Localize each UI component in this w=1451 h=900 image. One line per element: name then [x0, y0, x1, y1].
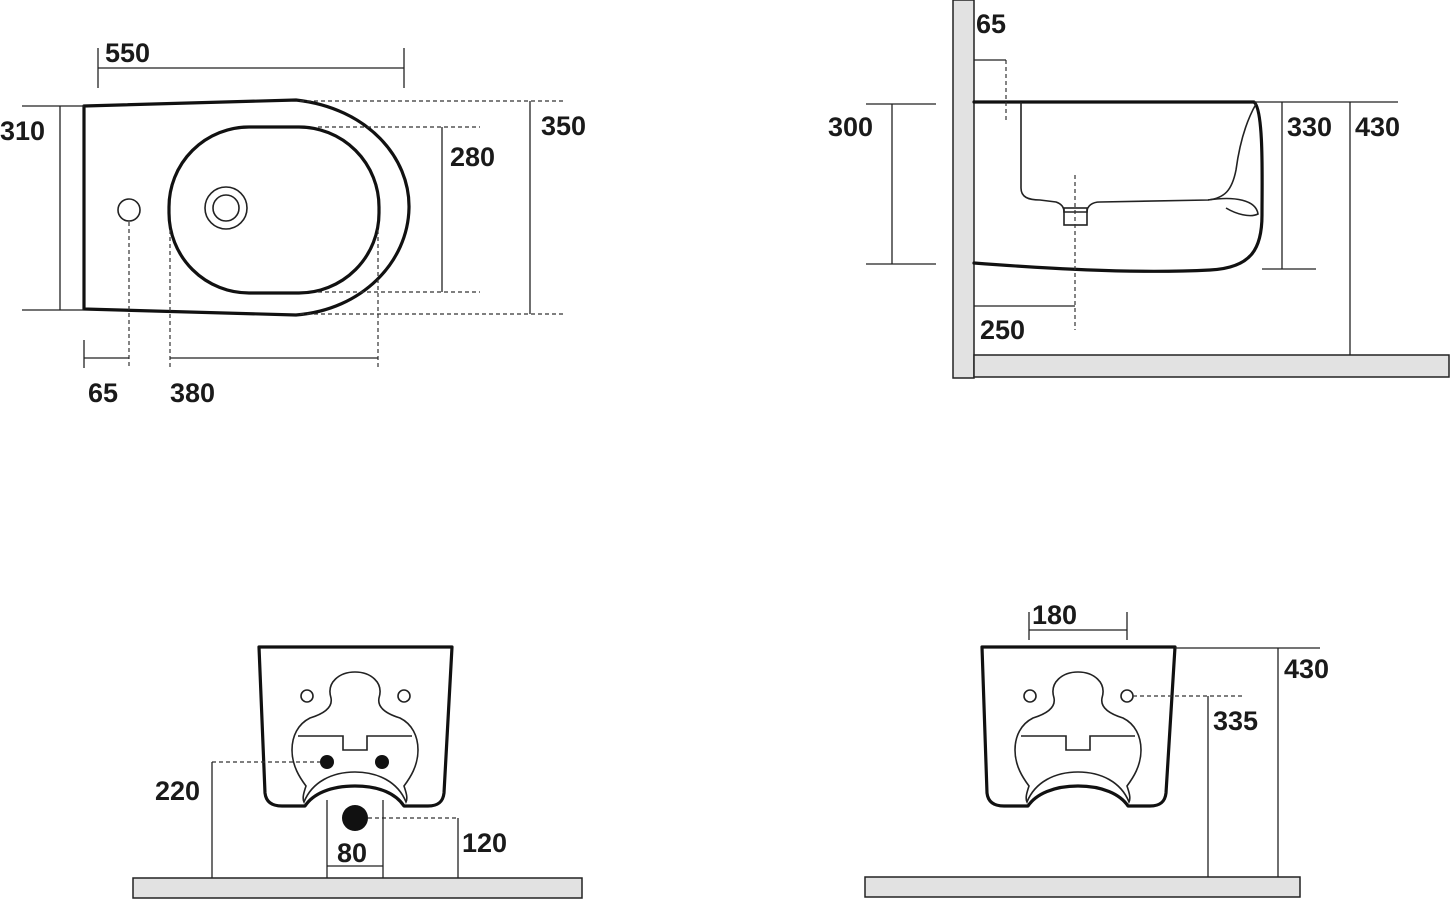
- dim-label-550: 550: [105, 38, 150, 68]
- fixing-hole-icon: [1023, 689, 1037, 703]
- top-view-bowl: [167, 125, 381, 295]
- dim-label-300: 300: [828, 112, 873, 142]
- side-view: 65 300 330 430 250: [828, 0, 1450, 379]
- dim-label-65: 65: [976, 9, 1006, 39]
- dim-label-310: 310: [0, 116, 45, 146]
- waste-outlet-icon: [342, 805, 368, 831]
- side-view-bowl: [1020, 102, 1257, 213]
- wall: [952, 0, 975, 379]
- dim-label-430: 430: [1355, 112, 1400, 142]
- mounting-silhouette: [1014, 671, 1142, 804]
- dim-label-380: 380: [170, 378, 215, 408]
- dim-label-120: 120: [462, 828, 507, 858]
- rear-view-right-outline: [980, 645, 1177, 808]
- dim-label-280: 280: [450, 142, 495, 172]
- mounting-silhouette: [291, 671, 419, 804]
- fixing-hole-icon: [1120, 689, 1134, 703]
- top-view-bidet-outline: [82, 98, 411, 317]
- tap-hole-icon: [204, 186, 248, 230]
- fixing-hole-icon: [117, 198, 141, 222]
- tap-hole-inner-icon: [212, 194, 240, 222]
- fixing-hole-icon: [397, 689, 411, 703]
- dim-label-180: 180: [1032, 600, 1077, 630]
- floor: [132, 877, 583, 899]
- rear-view-right: 180 430 335: [864, 600, 1329, 898]
- dim-label-350: 350: [541, 111, 586, 141]
- dim-label-430: 430: [1284, 654, 1329, 684]
- dim-label-220: 220: [155, 776, 200, 806]
- supply-hole-icon: [375, 755, 389, 769]
- rear-view-left-outline: [257, 645, 454, 808]
- supply-hole-icon: [320, 755, 334, 769]
- dim-label-335: 335: [1213, 706, 1258, 736]
- floor: [973, 354, 1450, 378]
- fixing-hole-icon: [300, 689, 314, 703]
- top-view: 550 310 280 350 65 380: [0, 38, 586, 408]
- dim-label-65: 65: [88, 378, 118, 408]
- dim-label-330: 330: [1287, 112, 1332, 142]
- dim-label-80: 80: [337, 838, 367, 868]
- side-view-bidet-outline: [972, 100, 1264, 273]
- dim-label-250: 250: [980, 315, 1025, 345]
- rear-view-left: 220 120 80: [132, 645, 583, 899]
- floor: [864, 876, 1301, 898]
